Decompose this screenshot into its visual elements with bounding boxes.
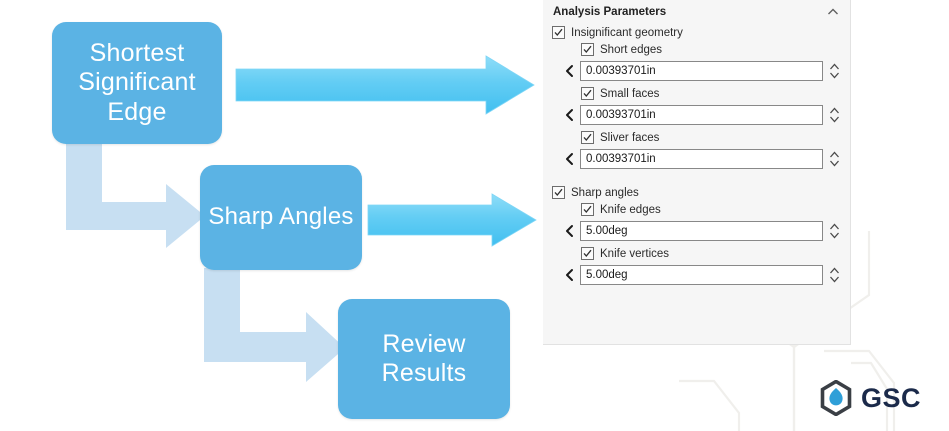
checkbox-short-edges[interactable]: Short edges: [581, 41, 850, 58]
chevron-left-icon[interactable]: [561, 224, 577, 238]
checkbox-label: Sliver faces: [600, 131, 660, 144]
flow-box-sharp-angles[interactable]: Sharp Angles: [200, 165, 362, 270]
chevron-left-icon[interactable]: [561, 152, 577, 166]
connector-sa-to-rr: [204, 268, 345, 382]
checkbox-label: Short edges: [600, 43, 663, 56]
chevron-up-icon[interactable]: [826, 5, 840, 19]
checkbox-label: Knife edges: [600, 203, 661, 216]
checkbox-box[interactable]: [581, 203, 594, 216]
checkbox-box[interactable]: [581, 131, 594, 144]
checkbox-box[interactable]: [581, 87, 594, 100]
checkbox-label: Small faces: [600, 87, 660, 100]
connector-sa-to-panel: [367, 193, 537, 247]
field-row-knife-vertices: 5.00deg: [543, 264, 850, 286]
spinner-up-down-icon[interactable]: [826, 60, 842, 82]
checkbox-insignificant-geometry[interactable]: Insignificant geometry: [552, 24, 850, 41]
field-row-sliver-faces: 0.00393701in: [543, 148, 850, 170]
checkbox-label: Insignificant geometry: [571, 26, 683, 39]
analysis-parameters-panel: Analysis Parameters Insignificant geomet…: [543, 0, 851, 345]
spinner-up-down-icon[interactable]: [826, 220, 842, 242]
flow-box-label: Sharp Angles: [208, 203, 354, 231]
chevron-left-icon[interactable]: [561, 64, 577, 78]
gsc-hexagon-logo-icon: [818, 379, 854, 417]
connector-sse-to-panel: [235, 55, 535, 115]
checkbox-knife-edges[interactable]: Knife edges: [581, 201, 850, 218]
chevron-left-icon[interactable]: [561, 268, 577, 282]
flow-box-shortest-significant-edge[interactable]: Shortest Significant Edge: [52, 22, 222, 144]
flow-box-review-results[interactable]: Review Results: [338, 299, 510, 419]
flow-box-label: Shortest Significant Edge: [78, 38, 196, 126]
checkbox-small-faces[interactable]: Small faces: [581, 85, 850, 102]
panel-header: Analysis Parameters: [543, 0, 850, 24]
input-sliver-faces-value[interactable]: 0.00393701in: [580, 149, 823, 169]
checkbox-box[interactable]: [581, 43, 594, 56]
field-row-small-faces: 0.00393701in: [543, 104, 850, 126]
input-small-faces-value[interactable]: 0.00393701in: [580, 105, 823, 125]
checkbox-box[interactable]: [552, 26, 565, 39]
input-knife-edges-value[interactable]: 5.00deg: [580, 221, 823, 241]
input-knife-vertices-value[interactable]: 5.00deg: [580, 265, 823, 285]
checkbox-box[interactable]: [552, 186, 565, 199]
spinner-up-down-icon[interactable]: [826, 264, 842, 286]
checkbox-sliver-faces[interactable]: Sliver faces: [581, 129, 850, 146]
section-gap: [543, 173, 850, 184]
field-row-short-edges: 0.00393701in: [543, 60, 850, 82]
checkbox-label: Sharp angles: [571, 186, 639, 199]
field-row-knife-edges: 5.00deg: [543, 220, 850, 242]
input-short-edges-value[interactable]: 0.00393701in: [580, 61, 823, 81]
panel-title: Analysis Parameters: [553, 6, 667, 18]
chevron-left-icon[interactable]: [561, 108, 577, 122]
checkbox-knife-vertices[interactable]: Knife vertices: [581, 245, 850, 262]
checkbox-sharp-angles[interactable]: Sharp angles: [552, 184, 850, 201]
spinner-up-down-icon[interactable]: [826, 104, 842, 126]
gsc-wordmark: GSC: [861, 382, 922, 413]
connector-sse-to-sa: [66, 140, 205, 248]
flow-box-label: Review Results: [381, 329, 467, 388]
spinner-up-down-icon[interactable]: [826, 148, 842, 170]
checkbox-box[interactable]: [581, 247, 594, 260]
gsc-logo: GSC: [818, 379, 922, 417]
checkbox-label: Knife vertices: [600, 247, 670, 260]
